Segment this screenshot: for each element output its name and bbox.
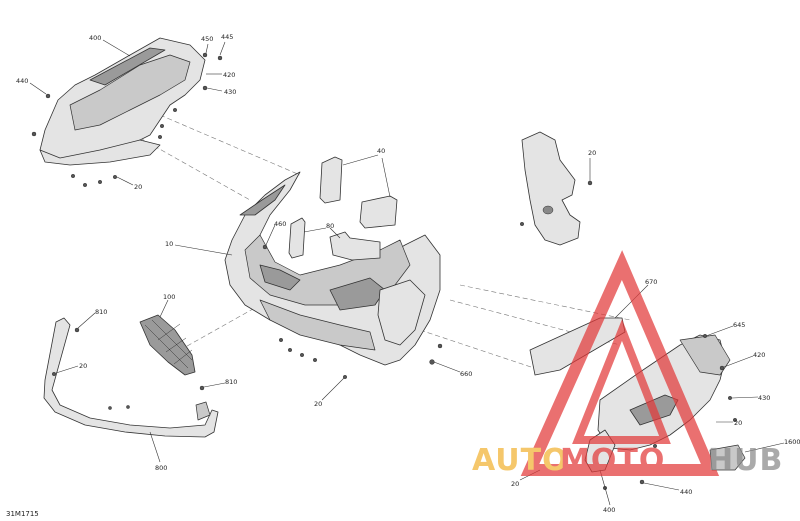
callout-10: 10 — [165, 240, 173, 248]
upper-side-panel-part-400 — [39, 37, 206, 166]
callout-40: 40 — [377, 147, 385, 155]
front-fascia-part-10 — [224, 171, 441, 366]
callout-810-right: 810 — [225, 378, 237, 386]
callout-400-lower: 400 — [603, 506, 615, 514]
watermark-word-moto: MOTO — [560, 443, 665, 478]
callout-445: 445 — [221, 33, 233, 41]
callout-20-bumper: 20 — [79, 362, 87, 370]
fasteners-group-bumper — [52, 327, 205, 410]
watermark-word-hub: HUB — [708, 443, 783, 478]
fasteners-group-lower-right — [603, 334, 738, 491]
callout-1600: 1600 — [784, 438, 800, 446]
callout-labels: 400 450 445 420 430 440 20 40 20 460 80 … — [16, 33, 800, 514]
watermark-word-auto: AUTO — [472, 443, 569, 478]
fasteners-group-fascia — [262, 244, 443, 380]
callout-440-lower: 440 — [680, 488, 692, 496]
callout-420-lower: 420 — [753, 351, 765, 359]
callout-20-upper-left: 20 — [134, 183, 142, 191]
figure-id-label: 31M1715 — [6, 510, 39, 518]
fasteners-group-side-cover — [520, 180, 593, 226]
callout-810-left: 810 — [95, 308, 107, 316]
bumper-tube-part-800 — [43, 317, 219, 438]
side-cover-part-20 — [521, 131, 581, 246]
callout-440-upper: 440 — [16, 77, 28, 85]
callout-20-side-cover: 20 — [588, 149, 596, 157]
callout-400-upper: 400 — [89, 34, 101, 42]
automotohub-watermark-logo: AUTO MOTO HUB — [472, 250, 783, 478]
watermark-triangle-icon — [520, 250, 720, 476]
callout-20-lower-right: 20 — [734, 419, 742, 427]
callout-670: 670 — [645, 278, 657, 286]
callout-450: 450 — [201, 35, 213, 43]
callout-660: 660 — [460, 370, 472, 378]
callout-430-upper: 430 — [224, 88, 236, 96]
callout-800: 800 — [155, 464, 167, 472]
foam-pads-part-40 — [319, 156, 398, 229]
callout-420-upper: 420 — [223, 71, 235, 79]
grille-part-100 — [139, 314, 196, 376]
callout-20-fascia: 20 — [314, 400, 322, 408]
callout-645: 645 — [733, 321, 745, 329]
foam-pads-part-80 — [288, 217, 381, 261]
callout-20-lower-left: 20 — [511, 480, 519, 488]
callout-100: 100 — [163, 293, 175, 301]
callout-460: 460 — [274, 220, 286, 228]
callout-80: 80 — [326, 222, 334, 230]
callout-430-lower: 430 — [758, 394, 770, 402]
